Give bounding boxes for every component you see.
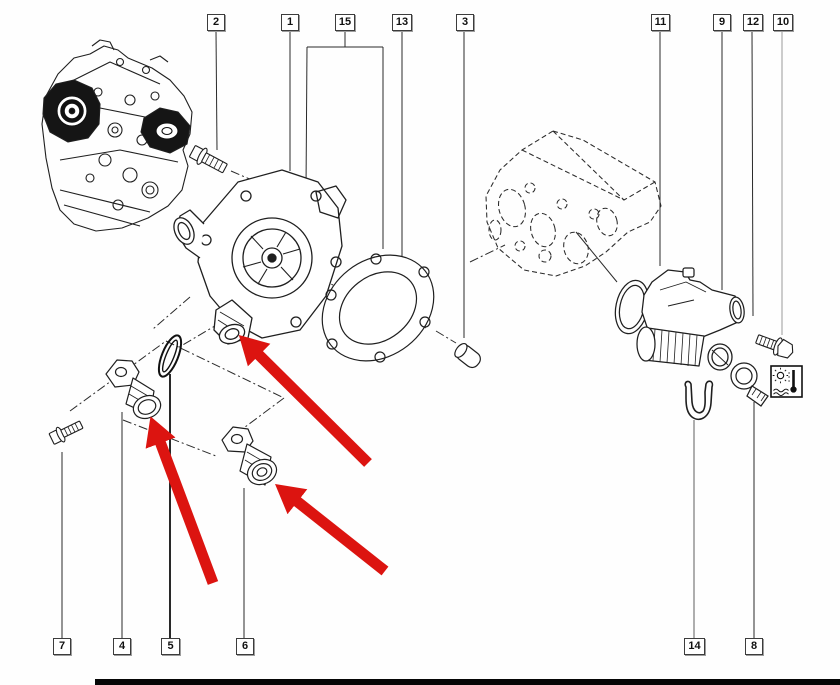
coolant-temperature-icon — [770, 365, 803, 398]
red-arrow-outlet-6 — [275, 483, 389, 576]
red-arrow-outlet-4 — [145, 416, 219, 585]
water-outlet-6-sketch — [221, 426, 278, 486]
callout-12: 12 — [743, 14, 763, 31]
callout-4: 4 — [113, 638, 131, 655]
callout-13: 13 — [392, 14, 412, 31]
head-to-oring-line — [575, 231, 618, 283]
temp-sensor-sketch — [730, 362, 769, 407]
seal-ring-12-sketch — [707, 343, 733, 371]
red-arrow-water-pump — [238, 334, 372, 467]
thermostat-housing-sketch — [614, 267, 745, 367]
callout-9: 9 — [713, 14, 731, 31]
oring-5-sketch — [157, 334, 183, 378]
callout-7: 7 — [53, 638, 71, 655]
bolt-10-sketch — [755, 334, 794, 359]
retaining-clip-sketch — [684, 380, 714, 421]
callout-6: 6 — [236, 638, 254, 655]
bottom-black-bar — [95, 679, 840, 685]
leader-lines-top — [215, 30, 783, 338]
callout-8: 8 — [745, 638, 763, 655]
engine-assembly-sketch — [41, 39, 193, 232]
callout-11: 11 — [651, 14, 670, 31]
cylinder-head-sketch — [485, 130, 662, 277]
red-pointer-arrows — [145, 334, 389, 585]
callout-14: 14 — [684, 638, 705, 655]
bolt-2-sketch — [189, 145, 228, 174]
dowel-pin-sketch — [454, 342, 481, 369]
callout-1: 1 — [281, 14, 299, 31]
callout-10: 10 — [773, 14, 793, 31]
gasket-sketch — [321, 253, 435, 363]
callout-3: 3 — [456, 14, 474, 31]
bolt-7-sketch — [48, 420, 84, 445]
callout-2: 2 — [207, 14, 225, 31]
water-outlet-4-sketch — [105, 359, 162, 420]
callout-15: 15 — [335, 14, 355, 31]
leader-lines-bottom — [61, 374, 755, 638]
callout-5: 5 — [161, 638, 180, 655]
water-pump-sketch — [173, 169, 347, 345]
